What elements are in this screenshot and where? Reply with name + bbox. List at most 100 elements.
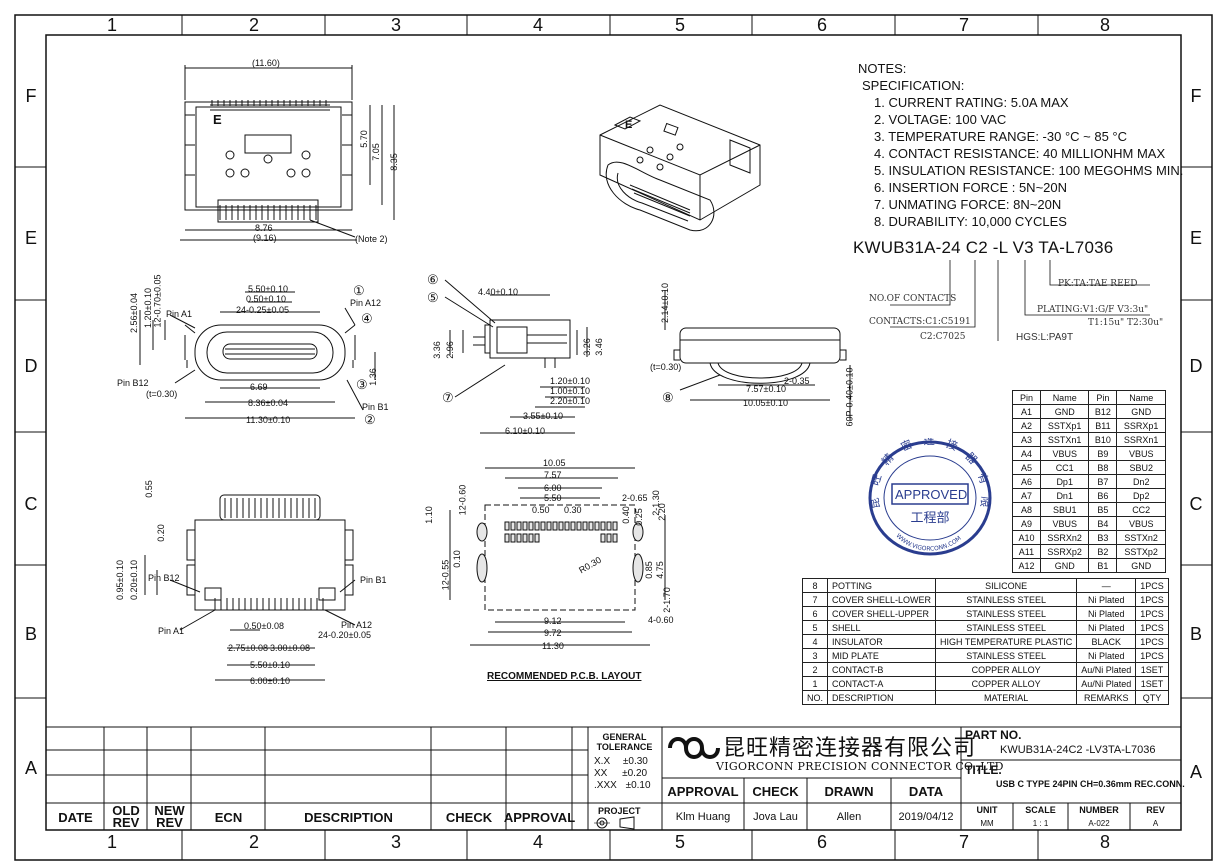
table-cell: GND	[1039, 558, 1090, 573]
top-view-drawing	[180, 65, 395, 241]
table-header: REMARKS	[1076, 690, 1137, 705]
table-row: Pin Name Pin Name	[1012, 390, 1166, 405]
zone-col-3: 3	[390, 15, 401, 35]
notes-subtitle: SPECIFICATION:	[862, 78, 965, 93]
dim-front-669: 6.69	[250, 382, 268, 392]
pcb-dim-1130: 11.30	[542, 641, 564, 651]
unit-header: UNIT	[976, 805, 998, 815]
rev-value: A	[1152, 818, 1159, 828]
dim-side-100: 1.00±0.10	[550, 386, 590, 396]
zone-col-8: 8	[1099, 15, 1110, 35]
front-pin-a1: Pin A1	[166, 309, 193, 319]
dim-rear-1005: 10.05±0.10	[743, 398, 788, 408]
dim-rear-thickness: (t=0.30)	[650, 362, 682, 372]
rev-header-description: DESCRIPTION	[304, 809, 393, 825]
top-view-e-mark: E	[213, 112, 222, 127]
tolerance-title: GENERAL TOLERANCE	[596, 732, 653, 752]
dim-top-width: (11.60)	[252, 58, 280, 68]
zone-col-8-bottom: 8	[1099, 832, 1110, 852]
note-item: 3. TEMPERATURE RANGE: -30 °C ~ 85 °C	[874, 129, 1128, 144]
zone-row-D-right: D	[1189, 356, 1203, 376]
pcb-layout-caption: RECOMMENDED P.C.B. LAYOUT	[487, 671, 642, 682]
table-cell: 1	[801, 676, 829, 691]
tolerance-value: ±0.10	[625, 780, 651, 791]
note-item: 2. VOLTAGE: 100 VAC	[874, 112, 1007, 127]
part-code-leaders	[890, 260, 1150, 341]
tolerance-value: ±0.30	[622, 756, 648, 767]
date-value: 2019/04/12	[898, 811, 954, 823]
notes-title: NOTES:	[858, 61, 907, 76]
part-code-full: KWUB31A-24 C2 -L V3 TA-L7036	[853, 238, 1114, 257]
zone-col-2-bottom: 2	[248, 832, 259, 852]
pcb-dim-2-065: 2-0.65	[622, 493, 648, 503]
approval-value: Klm Huang	[675, 811, 731, 823]
tolerance-value: ±0.20	[622, 768, 648, 779]
rev-header: REV	[1146, 805, 1165, 815]
rev-header-old-rev: OLD REV	[112, 803, 140, 830]
table-header: MATERIAL	[935, 690, 1078, 705]
zone-col-5: 5	[674, 15, 685, 35]
bottom-pin-b12: Pin B12	[148, 573, 180, 583]
bottom-pin-a12: Pin A12	[341, 620, 373, 630]
part-code-contacts-1: CONTACTS:C1:C5191	[869, 317, 971, 327]
balloon-8: ⑧	[662, 390, 674, 405]
pcb-dim-050: 0.50	[532, 505, 550, 515]
dim-front-pitch: 24-0.25±0.05	[236, 305, 289, 315]
table-cell: B1	[1088, 558, 1118, 573]
pcb-dim-912: 9.12	[544, 616, 562, 626]
rev-header-check: CHECK	[445, 809, 493, 825]
title-value: USB C TYPE 24PIN CH=0.36mm REC.CONN.	[996, 779, 1185, 789]
zone-col-7-bottom: 7	[958, 832, 969, 852]
company-logo-icon	[668, 737, 720, 759]
balloon-5: ⑤	[427, 290, 439, 305]
scale-value: 1 : 1	[1032, 818, 1049, 828]
title-label: TITLE.	[965, 763, 1002, 777]
table-cell: A12	[1012, 558, 1041, 573]
dim-side-355: 3.55±0.10	[523, 411, 563, 421]
table-cell: GND	[1116, 558, 1166, 573]
pcb-dim-757: 7.57	[544, 470, 562, 480]
zone-col-3-bottom: 3	[390, 832, 401, 852]
part-code-no-contacts: NO.OF CONTACTS	[869, 294, 957, 304]
balloon-4: ④	[361, 311, 373, 326]
zone-col-6: 6	[816, 15, 827, 35]
balloon-7: ⑦	[442, 390, 454, 405]
part-no-value: KWUB31A-24C2 -LV3TA-L7036	[1000, 744, 1156, 756]
zone-row-A-right: A	[1189, 762, 1202, 782]
zone-col-4-bottom: 4	[532, 832, 543, 852]
company-name-en: VIGORCONN PRECISION CONNECTOR CO.,LTD	[716, 760, 1004, 773]
zone-col-1: 1	[106, 15, 117, 35]
zone-row-B: B	[24, 624, 37, 644]
pcb-layout-drawing	[449, 467, 666, 646]
zone-row-E: E	[24, 228, 37, 248]
balloon-3: ③	[356, 377, 368, 392]
table-header: NO.	[801, 690, 829, 705]
tolerance-row-3: .XXX ±0.10	[594, 780, 651, 791]
dim-bottom-pitch: 24-0.20±0.05	[318, 630, 371, 640]
pcb-dim-600: 6.00	[544, 483, 562, 493]
zone-col-2: 2	[248, 15, 259, 35]
tolerance-key: .XXX	[594, 780, 617, 791]
dim-front-836: 8.36±0.04	[248, 398, 288, 408]
svg-text:E: E	[625, 119, 632, 131]
tolerance-row-1: X.X ±0.30	[594, 756, 648, 767]
note-item: 4. CONTACT RESISTANCE: 40 MILLIONHM MAX	[874, 146, 1166, 161]
zone-row-D: D	[24, 356, 38, 376]
number-value: A-022	[1088, 818, 1110, 828]
table-cell: 3	[801, 648, 829, 663]
tolerance-row-2: XX ±0.20	[594, 768, 647, 779]
rev-header-new-rev: NEW REV	[154, 803, 185, 830]
tolerance-key: XX	[594, 768, 608, 779]
part-code-hgs: HGS:L:PA9T	[1016, 332, 1074, 343]
approval-header: APPROVAL	[667, 784, 739, 799]
drawn-value: Allen	[836, 811, 862, 823]
dim-top-876: 8.76	[255, 223, 273, 233]
side-view-drawing	[444, 279, 588, 434]
rev-header-approval: APPROVAL	[503, 809, 576, 825]
